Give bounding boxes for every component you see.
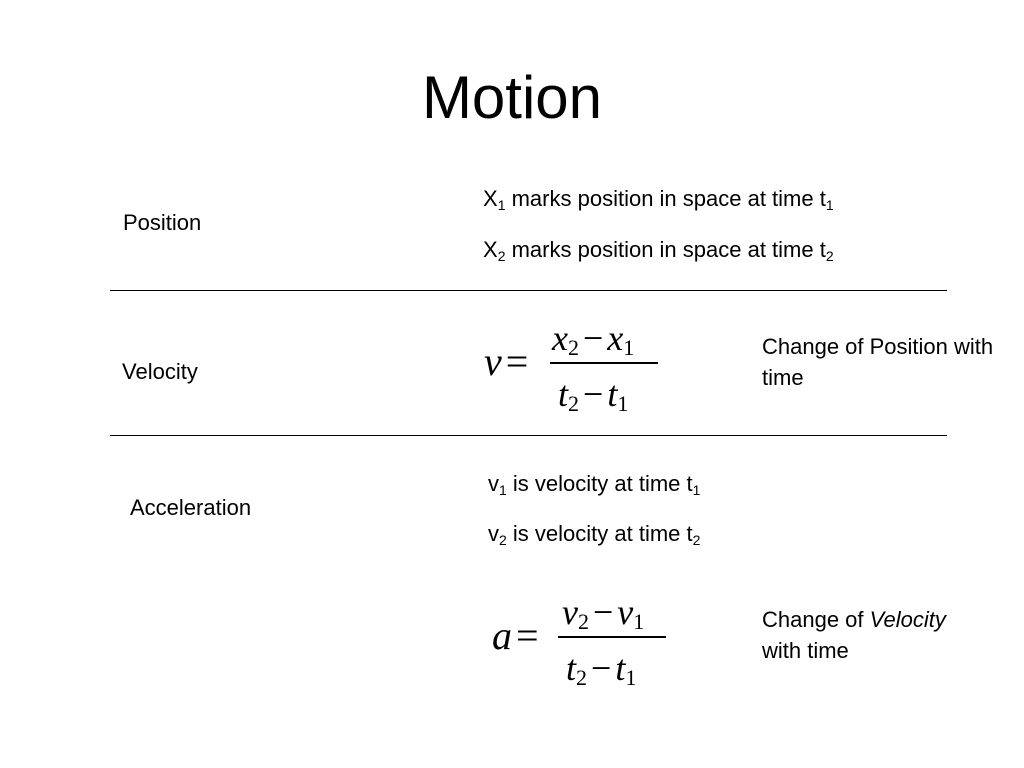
velocity-denominator: t2−t1 bbox=[558, 374, 629, 416]
fraction-bar bbox=[550, 362, 658, 364]
row-label-position: Position bbox=[123, 210, 202, 235]
acceleration-line-2: v2 is velocity at time t2 bbox=[488, 521, 701, 548]
acceleration-numerator: v2−v1 bbox=[562, 592, 645, 634]
slide-title: Motion bbox=[421, 64, 603, 131]
velocity-note: Change of Position with time bbox=[762, 334, 994, 390]
position-line-1: X1 marks position in space at time t1 bbox=[483, 186, 834, 213]
row-divider bbox=[110, 435, 947, 436]
position-line-2: X2 marks position in space at time t2 bbox=[483, 237, 834, 264]
acceleration-equation: a= v2−v1 t2−t1 bbox=[490, 586, 690, 696]
velocity-equation: v= x2−x1 t2−t1 bbox=[480, 312, 680, 422]
row-divider bbox=[110, 290, 947, 291]
fraction-bar bbox=[558, 636, 666, 638]
row-label-acceleration: Acceleration bbox=[130, 495, 252, 520]
acceleration-line-1: v1 is velocity at time t1 bbox=[488, 471, 701, 498]
acceleration-denominator: t2−t1 bbox=[566, 648, 637, 690]
row-label-velocity: Velocity bbox=[122, 359, 198, 384]
velocity-numerator: x2−x1 bbox=[552, 318, 635, 360]
